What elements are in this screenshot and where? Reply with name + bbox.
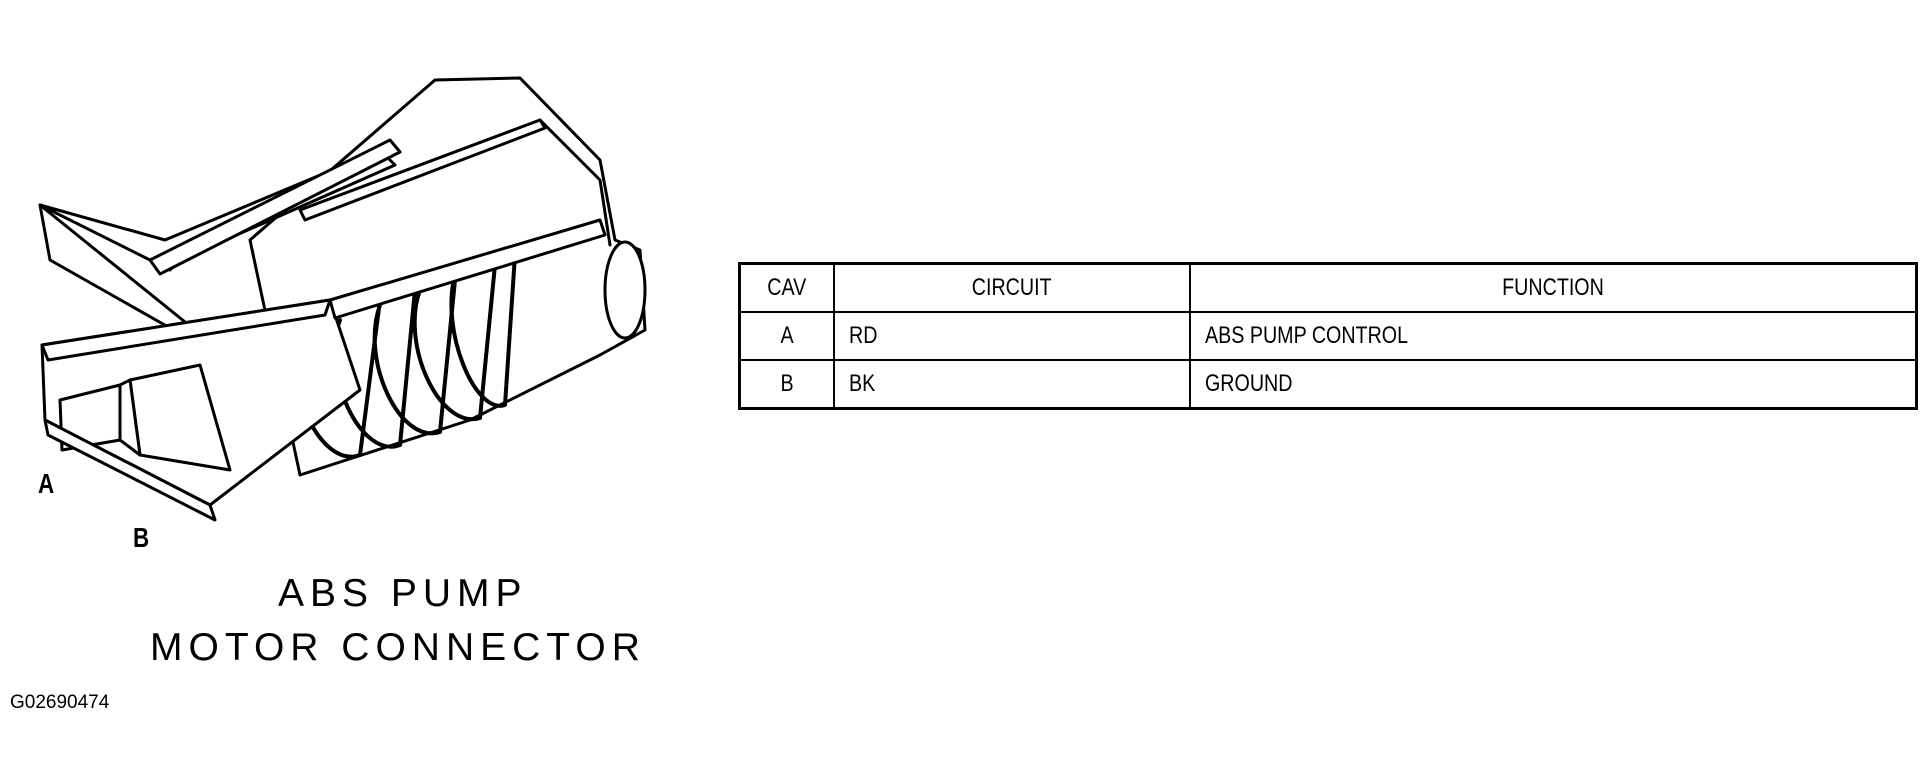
housing-edge xyxy=(538,118,612,247)
retention-loop-4 xyxy=(412,263,497,422)
housing-top-rib xyxy=(298,118,547,222)
cell-circuit: BK xyxy=(833,359,1191,410)
retention-loop-3 xyxy=(372,278,457,436)
cell-function: ABS PUMP CONTROL xyxy=(1189,311,1918,361)
cell-circuit: RD xyxy=(833,311,1191,361)
front-face-top xyxy=(40,298,332,362)
side-ridge xyxy=(328,218,607,320)
locking-lever-bar xyxy=(148,138,402,276)
header-cav: CAV xyxy=(738,262,835,313)
table-header-row: CAV CIRCUIT FUNCTION xyxy=(738,262,1918,313)
pin-a-label: A xyxy=(38,468,55,499)
diagram-caption-line-1: ABS PUMP xyxy=(278,572,528,615)
table-row: A RD ABS PUMP CONTROL xyxy=(738,311,1918,361)
table-row: B BK GROUND xyxy=(738,359,1918,410)
rear-wire-end xyxy=(603,240,647,340)
pinout-table: CAV CIRCUIT FUNCTION A RD ABS PUMP CONTR… xyxy=(738,262,1918,410)
diagram-caption-line-2: MOTOR CONNECTOR xyxy=(150,626,646,669)
header-circuit: CIRCUIT xyxy=(833,262,1191,313)
cell-cav: A xyxy=(738,311,835,361)
front-face-lower-edge xyxy=(43,418,217,522)
header-function: FUNCTION xyxy=(1189,262,1918,313)
pin-b-label: B xyxy=(133,522,150,553)
retention-loop-5 xyxy=(449,253,517,408)
connector-illustration xyxy=(38,76,647,522)
figure-id: G02690474 xyxy=(10,692,110,713)
cavity-divider xyxy=(118,378,142,457)
cell-cav: B xyxy=(738,359,835,410)
cell-function: GROUND xyxy=(1189,359,1918,410)
